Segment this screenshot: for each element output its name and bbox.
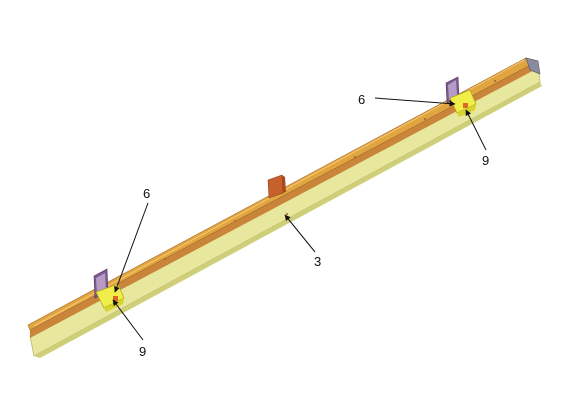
center-tab: [267, 174, 286, 199]
right-clamp-bolt: [463, 103, 468, 108]
callout-left-upper: 6: [143, 186, 150, 201]
rail-hole: [354, 156, 356, 158]
rail-hole: [424, 118, 426, 120]
leader-right-upper: [374, 97, 456, 107]
leader-center: [284, 214, 316, 253]
callout-right-upper: 6: [358, 92, 365, 107]
center-tab-side: [282, 175, 286, 193]
rail-end-cap: [525, 57, 541, 75]
callout-left-lower: 9: [139, 344, 146, 359]
leader-left-upper: [114, 202, 149, 293]
rail-hole: [234, 220, 236, 222]
rail-holes: [94, 80, 496, 298]
leader-right-lower: [465, 109, 487, 151]
rail-hole: [286, 213, 288, 215]
right-clamp-tab-face: [448, 80, 457, 100]
rail-hole: [164, 258, 166, 260]
leader-left-lower: [112, 299, 144, 341]
rail-hole: [494, 80, 496, 82]
rail-side-face: [30, 61, 538, 338]
callout-right-lower: 9: [482, 153, 489, 168]
callout-center: 3: [314, 254, 321, 269]
left-clamp-bolt: [113, 296, 118, 301]
rail-base-shadow: [34, 82, 542, 358]
